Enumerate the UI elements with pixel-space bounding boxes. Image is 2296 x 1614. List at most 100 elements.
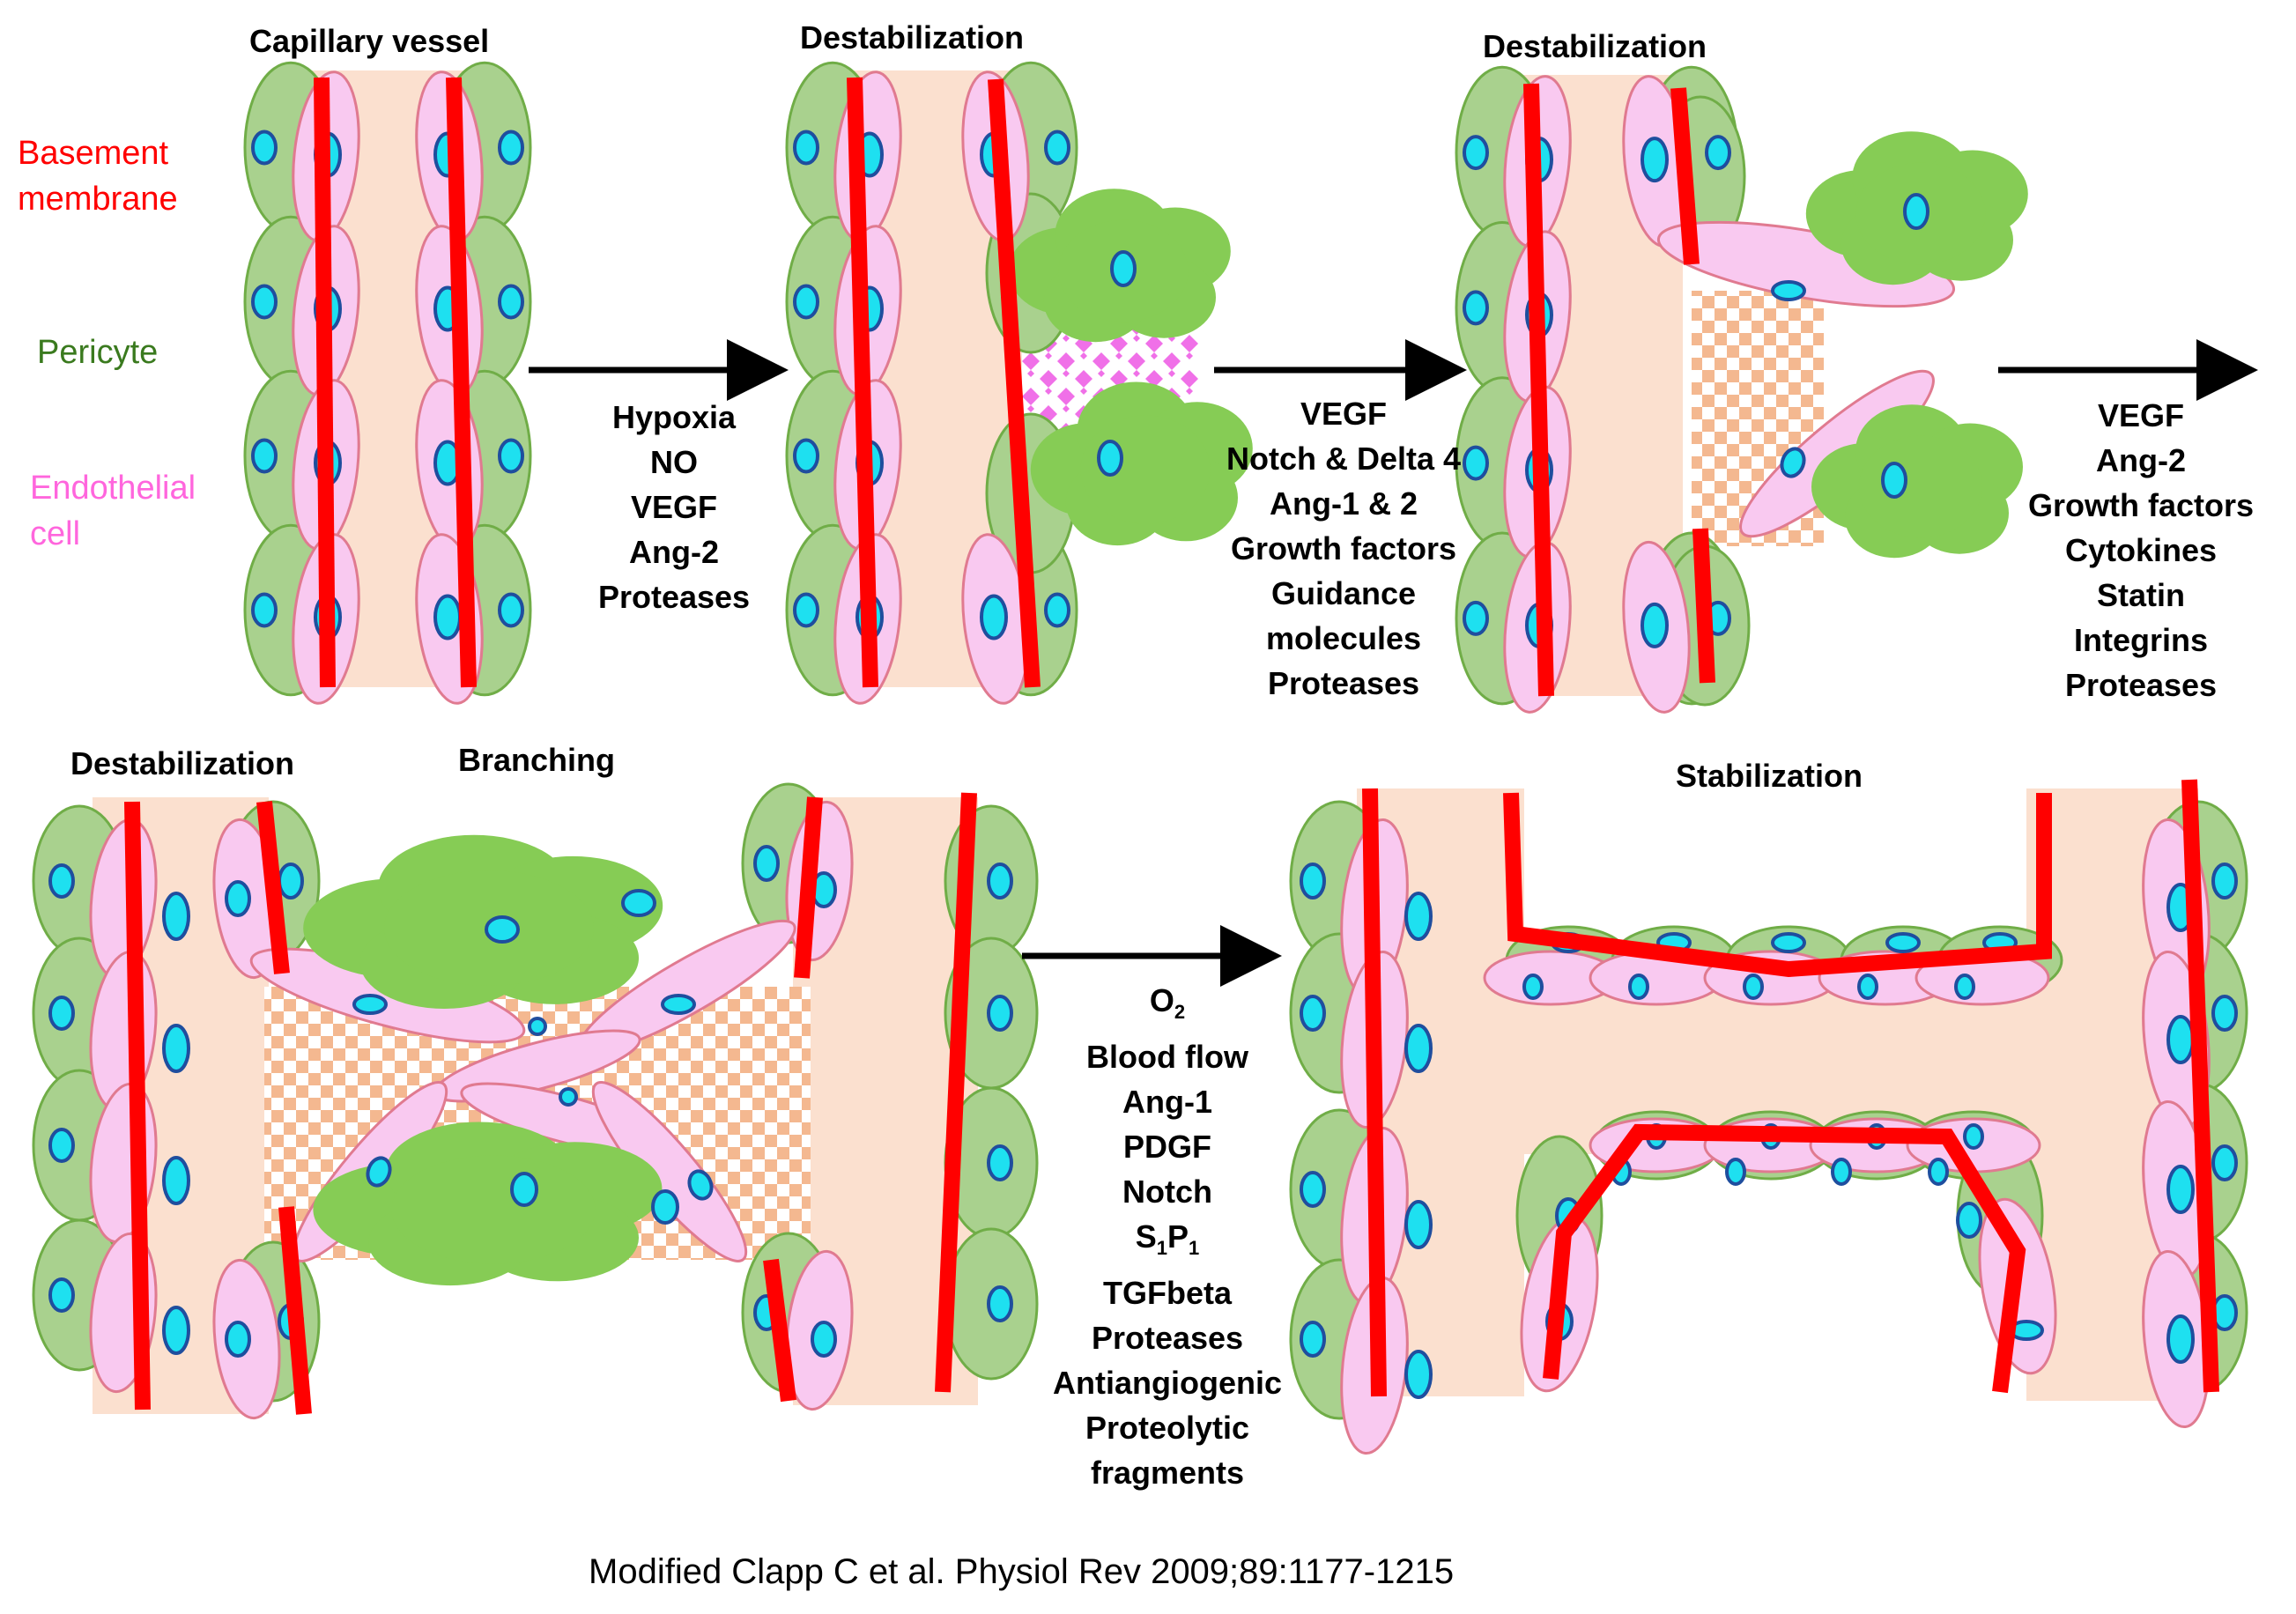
cell-nucleus (1831, 1158, 1852, 1186)
title-capillary-vessel: Capillary vessel (249, 23, 490, 59)
legend-basement-membrane: Basement membrane (18, 130, 178, 222)
title-destabilization-2: Destabilization (1483, 28, 1707, 64)
cloud-lobe (391, 1155, 596, 1264)
cell-nucleus (278, 863, 304, 900)
basement-membrane-segment (763, 1258, 796, 1403)
cell-nucleus (793, 284, 819, 320)
cell-nucleus (987, 1144, 1013, 1181)
cell-nucleus (651, 1189, 679, 1225)
cell-nucleus (1641, 602, 1669, 648)
title-branching: Branching (458, 742, 616, 778)
cloud-lobe (1859, 435, 1982, 538)
basement-membrane-segment (278, 1206, 312, 1415)
factor-item: Cytokines (2064, 532, 2218, 568)
factor-item: Growth factors (1230, 530, 1457, 566)
cell-nucleus (793, 130, 819, 166)
cell-nucleus (1725, 1158, 1746, 1186)
cell-nucleus (510, 1172, 538, 1207)
cell-nucleus (793, 592, 819, 628)
cell-nucleus (1404, 892, 1433, 941)
cell-nucleus (1404, 1024, 1433, 1073)
factor-item: fragments (1090, 1455, 1245, 1492)
basement-membrane-segment (794, 796, 823, 979)
factor-item: Antiangiogenic (1053, 1365, 1282, 1402)
cell-nucleus (162, 1024, 190, 1073)
growth-factor-cloud (1805, 131, 2028, 285)
factor-item: Proteases (2064, 667, 2218, 703)
cell-nucleus (498, 130, 524, 166)
cell-nucleus (1097, 440, 1123, 477)
cell-nucleus (687, 1169, 714, 1201)
cell-nucleus (2211, 863, 2238, 900)
factor-item: TGFbeta (1102, 1275, 1232, 1312)
factor-item: Proteolytic (1085, 1410, 1250, 1447)
cell-nucleus (1928, 1158, 1949, 1186)
cell-nucleus (251, 130, 278, 166)
basement-membrane-segment (1523, 83, 1554, 697)
factor-item: PDGF (1122, 1129, 1211, 1166)
cell-nucleus (1463, 290, 1489, 326)
cell-nucleus (2166, 1165, 2195, 1214)
cell-nucleus (811, 1321, 837, 1358)
cell-nucleus (793, 438, 819, 474)
cell-nucleus (251, 592, 278, 628)
cell-nucleus (1771, 280, 1806, 301)
cell-nucleus (987, 1285, 1013, 1322)
factor-item: Ang-2 (629, 534, 719, 570)
cell-nucleus (1881, 462, 1907, 499)
cell-nucleus (2166, 1015, 2195, 1064)
factor-o2: O2 (1149, 982, 1186, 1024)
cell-nucleus (1954, 974, 1975, 1000)
cell-nucleus (1522, 974, 1544, 1000)
basement-membrane-segment (1543, 1123, 2026, 1394)
factor-item: Growth factors (2027, 487, 2255, 523)
cell-nucleus (48, 996, 75, 1031)
cell-nucleus (498, 284, 524, 320)
cell-nucleus (559, 1087, 578, 1107)
factor-item: Ang-1 & 2 (1269, 485, 1418, 522)
cell-nucleus (528, 1017, 547, 1036)
cell-nucleus (987, 863, 1013, 900)
cell-nucleus (1956, 1202, 1982, 1239)
cell-nucleus (48, 863, 75, 899)
cell-nucleus (980, 594, 1008, 640)
factor-item: VEGF (630, 489, 717, 525)
cell-nucleus (251, 284, 278, 320)
cell-nucleus (498, 438, 524, 474)
cell-nucleus (48, 1277, 75, 1313)
growth-factor-cloud (303, 834, 663, 1009)
cell-nucleus (1463, 135, 1489, 171)
cell-nucleus (433, 594, 462, 640)
factor-item: Hypoxia (611, 399, 737, 435)
cell-nucleus (162, 1156, 190, 1205)
factor-item: VEGF (1300, 396, 1387, 432)
title-destabilization-3: Destabilization (70, 745, 295, 781)
cell-nucleus (621, 889, 656, 917)
cell-nucleus (1628, 974, 1649, 1000)
factor-item: Notch (1122, 1173, 1212, 1210)
legend-endothelial-cell: Endothelial cell (30, 465, 196, 557)
factor-item: Proteases (597, 579, 751, 615)
cell-nucleus (225, 880, 251, 917)
basement-membrane-segment (256, 801, 290, 974)
cell-nucleus (1771, 932, 1806, 953)
factor-s1p1: S1P1 (1135, 1218, 1200, 1260)
basement-membrane-segment (1670, 87, 1700, 265)
basement-membrane-segment (1692, 528, 1715, 684)
factor-item: Proteases (1091, 1320, 1244, 1357)
cell-nucleus (1463, 600, 1489, 636)
basement-membrane-segment (1362, 788, 1387, 1397)
basement-membrane-segment (935, 792, 977, 1393)
cell-nucleus (1743, 974, 1764, 1000)
cell-nucleus (1110, 250, 1137, 287)
basement-membrane-segment (124, 801, 151, 1410)
legend-pericyte: Pericyte (37, 334, 159, 371)
cell-nucleus (1963, 1123, 1984, 1150)
cell-nucleus (987, 995, 1013, 1032)
